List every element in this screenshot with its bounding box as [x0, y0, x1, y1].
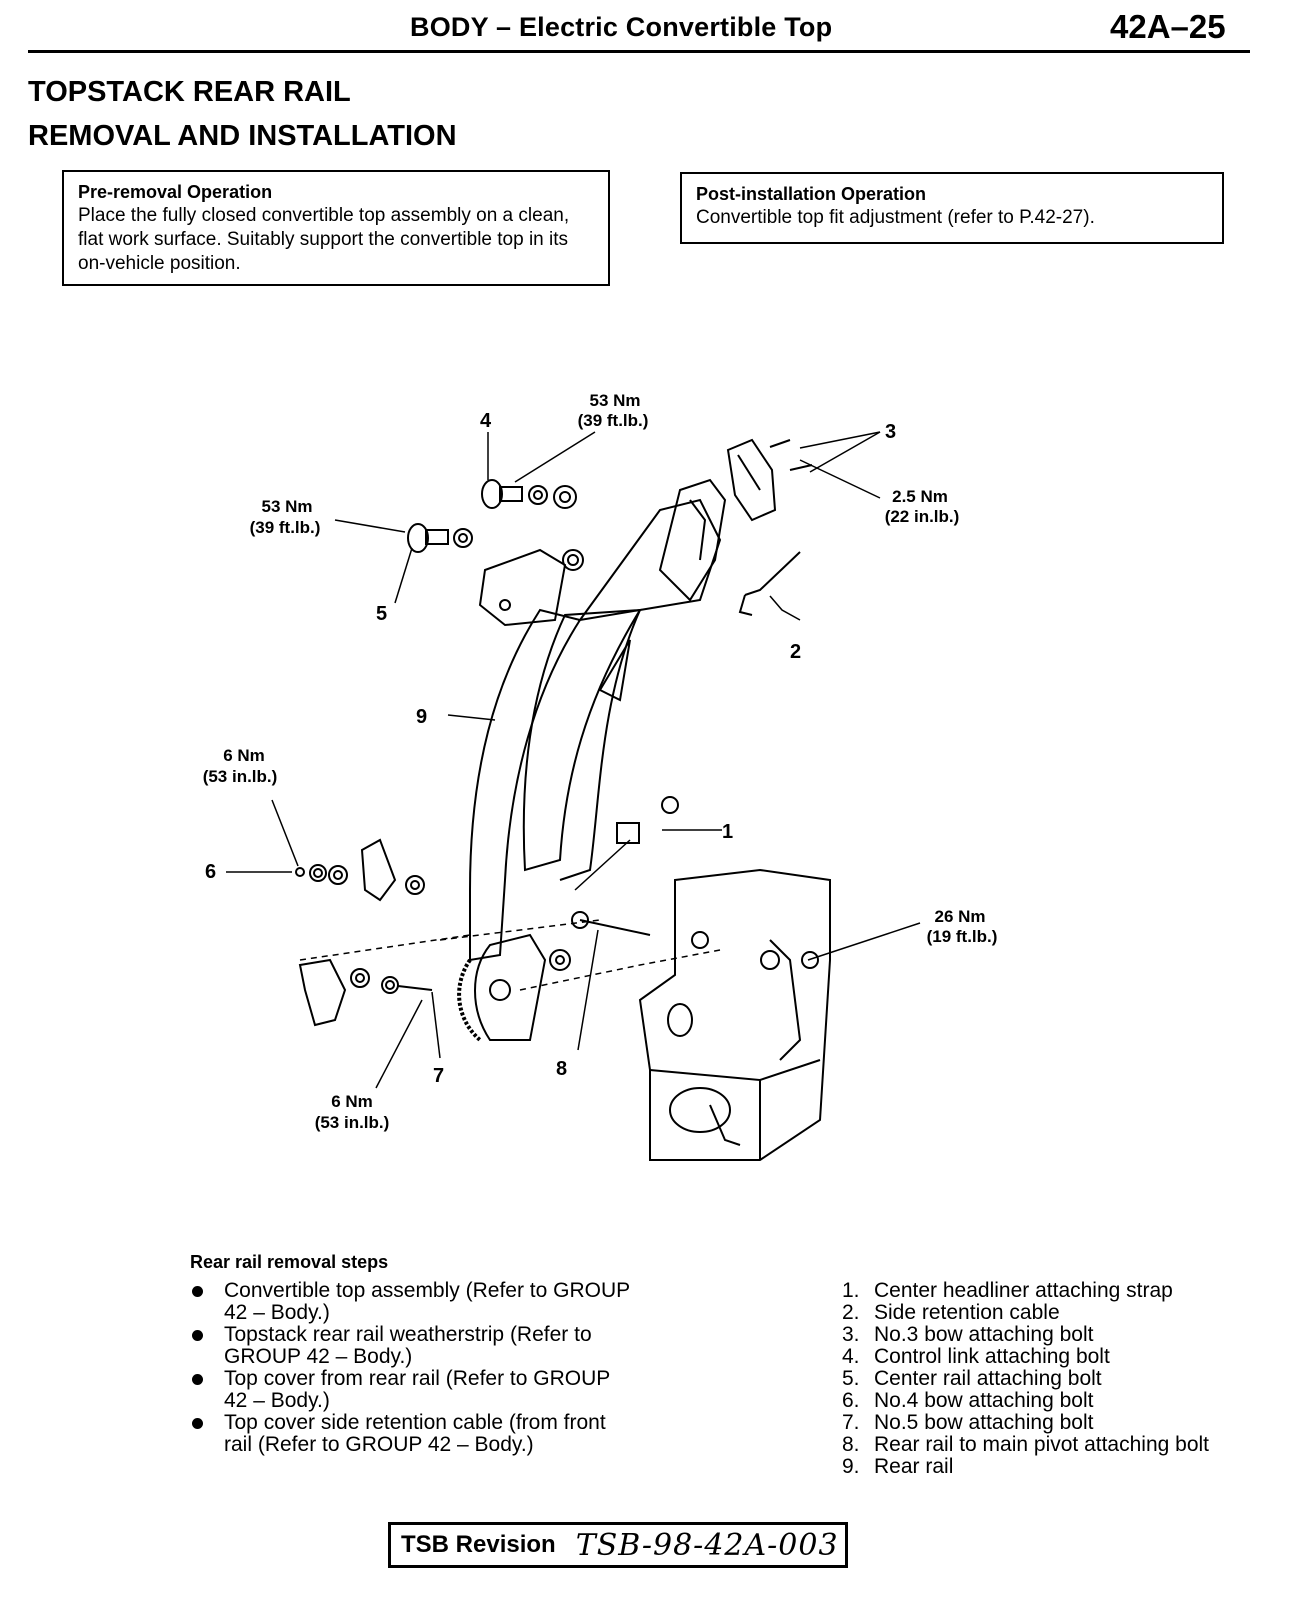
bow-3-bracket: [726, 438, 777, 522]
item-text: Side retention cable: [874, 1301, 1060, 1324]
page-number: 42A–25: [1110, 8, 1226, 45]
item-text: Rear rail: [874, 1455, 954, 1478]
rear-rail-shape: [469, 608, 582, 962]
item-number: 1.: [842, 1279, 860, 1302]
torque-8-nm: 26 Nm: [934, 907, 985, 926]
section-title: TOPSTACK REAR RAIL: [28, 76, 351, 108]
center-rail-bracket: [478, 548, 567, 627]
item-text: No.3 bow attaching bolt: [874, 1323, 1094, 1346]
header-title: BODY – Electric Convertible Top: [410, 12, 833, 42]
bullet-item: Topstack rear rail weatherstrip (Refer t…: [190, 1324, 630, 1368]
numbered-item: 3. No.3 bow attaching bolt: [842, 1324, 1262, 1346]
torque-3-in: (22 in.lb.): [885, 507, 960, 526]
bullet-item: Convertible top assembly (Refer to GROUP…: [190, 1280, 630, 1324]
tsb-value: TSB-98-42A-003: [575, 1527, 839, 1563]
post-installation-box: Post-installation Operation Convertible …: [680, 172, 1224, 244]
item-text: Center headliner attaching strap: [874, 1279, 1173, 1302]
removal-numbered-list: 1. Center headliner attaching strap 2. Sid…: [842, 1280, 1262, 1478]
torque-3-nm: 2.5 Nm: [892, 487, 948, 506]
header-rule: [28, 50, 1250, 53]
post-installation-heading: Post-installation Operation: [696, 184, 927, 204]
numbered-item: 9. Rear rail: [842, 1456, 1262, 1478]
torque-4-nm: 53 Nm: [589, 391, 640, 410]
numbered-item: 2. Side retention cable: [842, 1302, 1262, 1324]
item-text: Center rail attaching bolt: [874, 1367, 1102, 1390]
callout-3: 3: [885, 421, 896, 443]
pre-removal-box: Pre-removal Operation Place the fully cl…: [62, 170, 610, 286]
item-number: 3.: [842, 1323, 860, 1346]
item-number: 2.: [842, 1301, 860, 1324]
numbered-item: 6. No.4 bow attaching bolt: [842, 1390, 1262, 1412]
rear-rail-upper: [577, 498, 722, 622]
item-text: Control link attaching bolt: [874, 1345, 1110, 1368]
section-subtitle: REMOVAL AND INSTALLATION: [28, 120, 457, 152]
exploded-view-diagram: 1 2 3 4 5 6 7 8 9 53 Nm (39 ft.lb.) 53 N…: [203, 391, 998, 1161]
callout-1: 1: [722, 821, 733, 843]
torque-8-ft: (19 ft.lb.): [927, 927, 998, 946]
item-text: No.4 bow attaching bolt: [874, 1389, 1094, 1412]
callout-4: 4: [480, 410, 492, 432]
torque-7-in: (53 in.lb.): [315, 1113, 390, 1132]
callout-8: 8: [556, 1058, 567, 1080]
item-number: 7.: [842, 1411, 860, 1434]
side-retention-cable: [744, 551, 801, 596]
steps-heading: Rear rail removal steps: [190, 1252, 389, 1272]
numbered-item: 5. Center rail attaching bolt: [842, 1368, 1262, 1390]
pre-removal-text: Place the fully closed convertible top a…: [78, 205, 570, 274]
pre-removal-heading: Pre-removal Operation: [78, 182, 273, 202]
main-pivot-gear: [474, 933, 547, 1041]
rear-rail-inner: [522, 608, 642, 872]
item-number: 8.: [842, 1433, 860, 1456]
callout-5: 5: [376, 603, 387, 625]
item-text: No.5 bow attaching bolt: [874, 1411, 1094, 1434]
bullet-item: Top cover from rear rail (Refer to GROUP…: [190, 1368, 630, 1412]
bullet-item: Top cover side retention cable (from fro…: [190, 1412, 630, 1456]
torque-6-nm: 6 Nm: [223, 746, 265, 765]
item-number: 5.: [842, 1367, 860, 1390]
torque-7-nm: 6 Nm: [331, 1092, 373, 1111]
tsb-label: TSB Revision: [401, 1531, 556, 1558]
item-number: 4.: [842, 1345, 860, 1368]
callout-7: 7: [433, 1065, 444, 1087]
numbered-item: 4. Control link attaching bolt: [842, 1346, 1262, 1368]
item-number: 9.: [842, 1455, 860, 1478]
item-text: Rear rail to main pivot attaching bolt: [874, 1433, 1210, 1456]
numbered-item: 8. Rear rail to main pivot attaching bolt: [842, 1434, 1262, 1456]
numbered-item: 7. No.5 bow attaching bolt: [842, 1412, 1262, 1434]
numbered-item: 1. Center headliner attaching strap: [842, 1280, 1262, 1302]
torque-5-ft: (39 ft.lb.): [250, 518, 321, 537]
torque-5-nm: 53 Nm: [261, 497, 312, 516]
tsb-revision-box: TSB Revision TSB-98-42A-003: [388, 1522, 848, 1568]
callout-6: 6: [205, 861, 216, 883]
torque-6-in: (53 in.lb.): [203, 767, 278, 786]
callout-9: 9: [416, 706, 427, 728]
post-installation-text: Convertible top fit adjustment (refer to…: [696, 207, 1095, 228]
torque-4-ft: (39 ft.lb.): [578, 411, 649, 430]
removal-bullet-list: Convertible top assembly (Refer to GROUP…: [190, 1280, 630, 1456]
callout-2: 2: [790, 641, 801, 663]
item-number: 6.: [842, 1389, 860, 1412]
